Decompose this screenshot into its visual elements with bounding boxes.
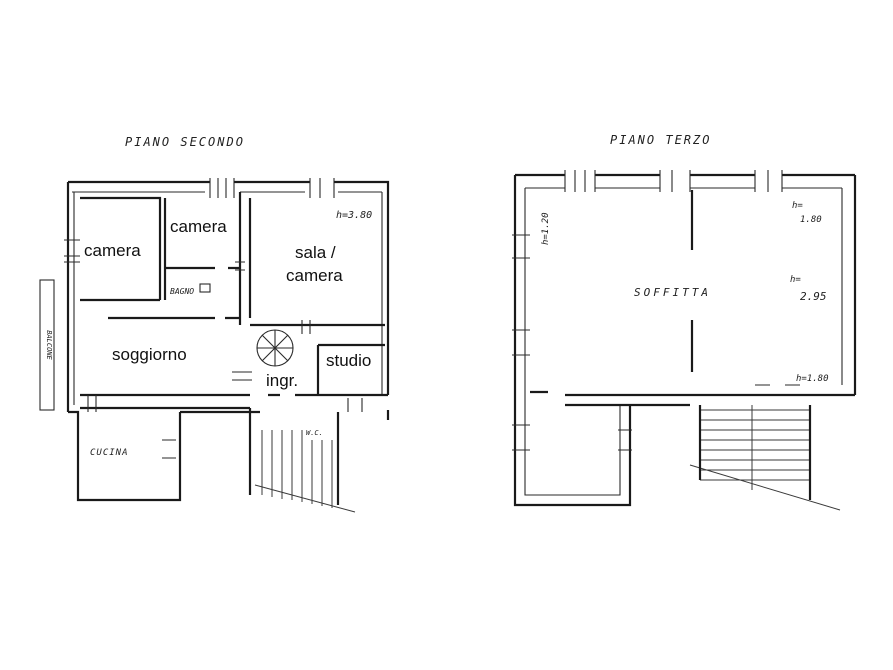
room-camera-top: camera — [170, 217, 227, 236]
height-mid-right-a: h= — [790, 275, 801, 285]
second-inner-wall-lines — [72, 191, 383, 405]
room-soggiorno: soggiorno — [112, 345, 187, 364]
third-floor-plan: PIANO TERZO SOFFITTA h=1.20 h= 1.80 h= 2… — [512, 133, 857, 511]
height-sala: h=3.80 — [336, 210, 372, 221]
room-soffitta: SOFFITTA — [634, 286, 711, 299]
room-cucina: CUCINA — [90, 448, 129, 458]
height-mid-right-b: 2.95 — [800, 290, 827, 303]
third-inner-wall-lines — [524, 187, 843, 496]
second-outer-walls — [66, 180, 390, 502]
balcony-outline — [39, 279, 55, 411]
second-stair-flight — [254, 430, 356, 513]
third-outer-walls — [513, 173, 857, 507]
room-studio: studio — [326, 351, 371, 370]
second-floor-plan: PIANO SECONDO BALCONE camera camera sala… — [39, 135, 390, 513]
bagno-fixture — [199, 283, 211, 293]
room-wc: W.C. — [306, 429, 323, 437]
room-camera-left: camera — [84, 241, 141, 260]
second-openings — [64, 178, 363, 459]
height-left: h=1.20 — [541, 212, 551, 245]
height-top-right-a: h= — [792, 201, 803, 211]
room-sala-line1: sala / — [295, 243, 336, 262]
room-ingresso: ingr. — [266, 371, 298, 390]
height-top-right-b: 1.80 — [800, 215, 822, 225]
third-floor-title: PIANO TERZO — [610, 133, 711, 147]
room-sala-line2: camera — [286, 266, 343, 285]
third-stair-flight — [689, 405, 841, 511]
spiral-staircase — [256, 329, 294, 367]
balcony-label: BALCONE — [45, 330, 53, 360]
second-partitions — [80, 192, 388, 410]
second-stair-walls — [248, 408, 340, 505]
room-bagno: BAGNO — [170, 287, 194, 296]
third-stair-walls — [698, 405, 812, 500]
height-bottom-right: h=1.80 — [796, 374, 829, 384]
second-floor-title: PIANO SECONDO — [125, 135, 245, 149]
third-partitions — [530, 190, 770, 407]
third-openings — [512, 170, 800, 451]
